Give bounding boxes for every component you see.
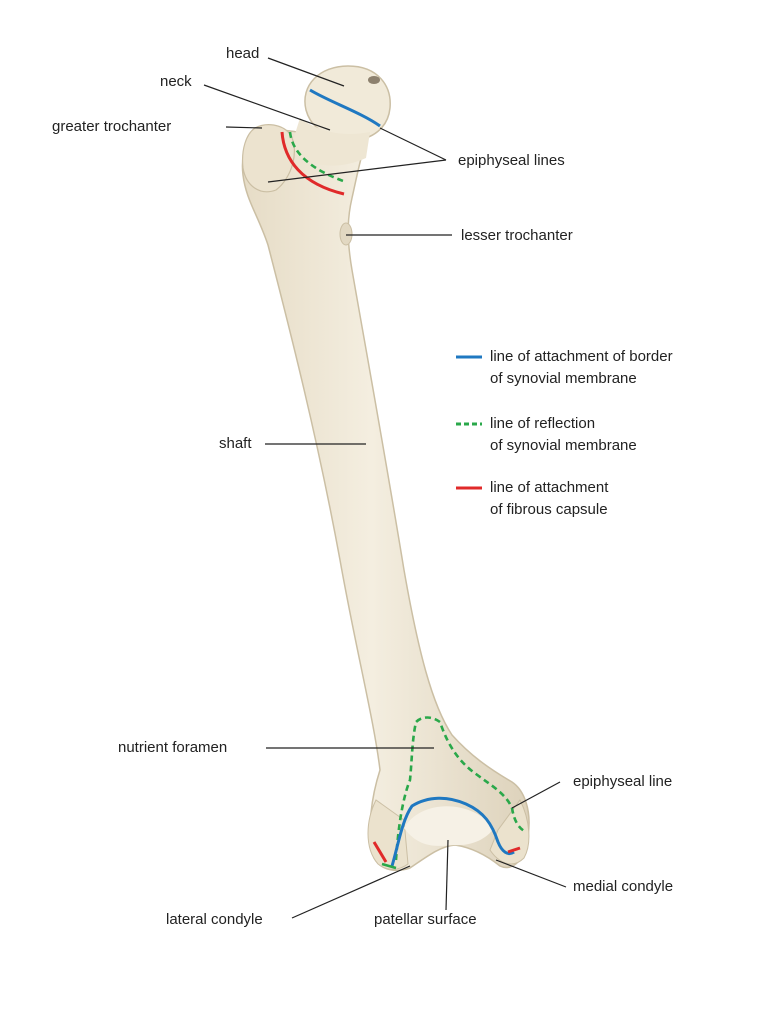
legend-line2: of fibrous capsule: [490, 501, 608, 518]
leader-lines: [203, 57, 567, 919]
proximal-synovial-reflection-line: [288, 131, 347, 184]
legend-line1: line of reflection: [490, 415, 596, 432]
legend-line2: of synovial membrane: [490, 437, 637, 454]
legend-swatch-green-dashed: [456, 422, 482, 426]
leader-epiphyseal-line: [511, 781, 561, 809]
label-head: head: [226, 45, 260, 62]
label-nutrient-foramen: nutrient foramen: [118, 739, 228, 756]
lesser-trochanter: [339, 222, 353, 246]
legend-text-synovial-reflection: line of reflection of synovial membrane: [490, 413, 637, 457]
leader-head: [267, 57, 345, 87]
fovea: [368, 76, 380, 84]
legend-line2: of synovial membrane: [490, 370, 637, 387]
greater-trochanter: [241, 124, 295, 193]
distal-green-end-lateral: [381, 862, 397, 870]
legend-swatch-red-solid: [456, 486, 482, 490]
label-epiphyseal-lines: epiphyseal lines: [458, 152, 565, 169]
label-epiphyseal-line: epiphyseal line: [573, 773, 673, 790]
label-neck: neck: [160, 73, 192, 90]
leader-medial-condyle: [495, 859, 567, 888]
label-patellar-surface: patellar surface: [374, 911, 477, 928]
distal-fibrous-capsule-medial: [507, 846, 521, 854]
proximal-synovial-border-line: [309, 88, 381, 128]
proximal-fibrous-capsule-line: [280, 131, 345, 196]
legend-swatch-blue-solid: [456, 355, 482, 359]
label-greater-trochanter: greater trochanter: [52, 118, 172, 135]
leader-lateral-condyle: [291, 865, 411, 919]
leader-neck: [203, 84, 331, 131]
distal-synovial-border-line: [390, 796, 515, 867]
leader-greater-trochanter: [225, 126, 263, 129]
leader-epiphyseal-lines-lower: [267, 159, 447, 183]
legend-text-fibrous-capsule: line of attachment of fibrous capsule: [490, 477, 608, 521]
legend-line1: line of attachment: [490, 479, 609, 496]
label-lesser-trochanter: lesser trochanter: [461, 227, 573, 244]
legend-line1: line of attachment of border: [490, 348, 673, 365]
legend-text-synovial-border: line of attachment of border of synovial…: [490, 346, 673, 390]
distal-fibrous-capsule-lateral: [372, 841, 388, 863]
lateral-condyle: [367, 799, 409, 870]
patellar-surface: [404, 806, 494, 846]
femur-neck: [290, 118, 370, 166]
label-shaft: shaft: [219, 435, 252, 452]
label-medial-condyle: medial condyle: [573, 878, 674, 895]
label-lateral-condyle: lateral condyle: [166, 911, 263, 928]
femur-bone: [241, 65, 530, 872]
femur-body: [241, 129, 530, 872]
leader-epiphyseal-lines-upper: [379, 127, 447, 161]
leader-patellar-surface: [445, 839, 449, 911]
